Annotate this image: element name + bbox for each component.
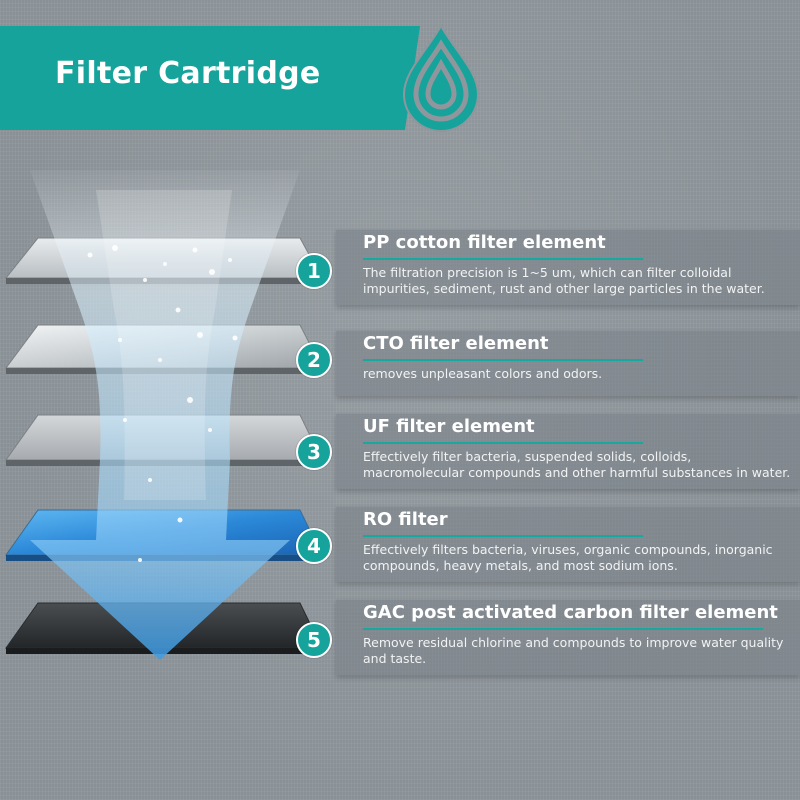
stage-description: Effectively filter bacteria, suspended s… (363, 449, 791, 480)
stage-number-badge-5: 5 (296, 622, 332, 658)
stage-title: GAC post activated carbon filter element (363, 602, 778, 623)
stage-title: UF filter element (363, 416, 535, 437)
stage-title: CTO filter element (363, 333, 549, 354)
stage-description: Remove residual chlorine and compounds t… (363, 635, 784, 666)
page-title: Filter Cartridge (55, 56, 321, 91)
stage-description: Effectively filters bacteria, viruses, o… (363, 542, 773, 573)
filter-stage-1: PP cotton filter element The filtration … (336, 229, 800, 305)
filter-stage-4: RO filter Effectively filters bacteria, … (336, 506, 800, 582)
stage-number-badge-1: 1 (296, 253, 332, 289)
filter-stage-3: UF filter element Effectively filter bac… (336, 413, 800, 489)
stage-number-badge-3: 3 (296, 434, 332, 470)
stage-description: removes unpleasant colors and odors. (363, 366, 603, 381)
filter-stage-2: CTO filter element removes unpleasant co… (336, 330, 800, 396)
title-underline (363, 442, 643, 444)
stage-description: The filtration precision is 1~5 um, whic… (363, 265, 765, 296)
stage-title: PP cotton filter element (363, 232, 606, 253)
title-underline (363, 359, 643, 361)
title-underline (363, 258, 643, 260)
title-underline (363, 628, 763, 630)
title-underline (363, 535, 643, 537)
stage-title: RO filter (363, 509, 448, 530)
stage-number-badge-2: 2 (296, 342, 332, 378)
filter-layers-illustration (4, 170, 323, 660)
stage-number-badge-4: 4 (296, 528, 332, 564)
filter-stage-5: GAC post activated carbon filter element… (336, 599, 800, 675)
header-banner (0, 26, 420, 130)
water-drop-icon (402, 23, 480, 132)
